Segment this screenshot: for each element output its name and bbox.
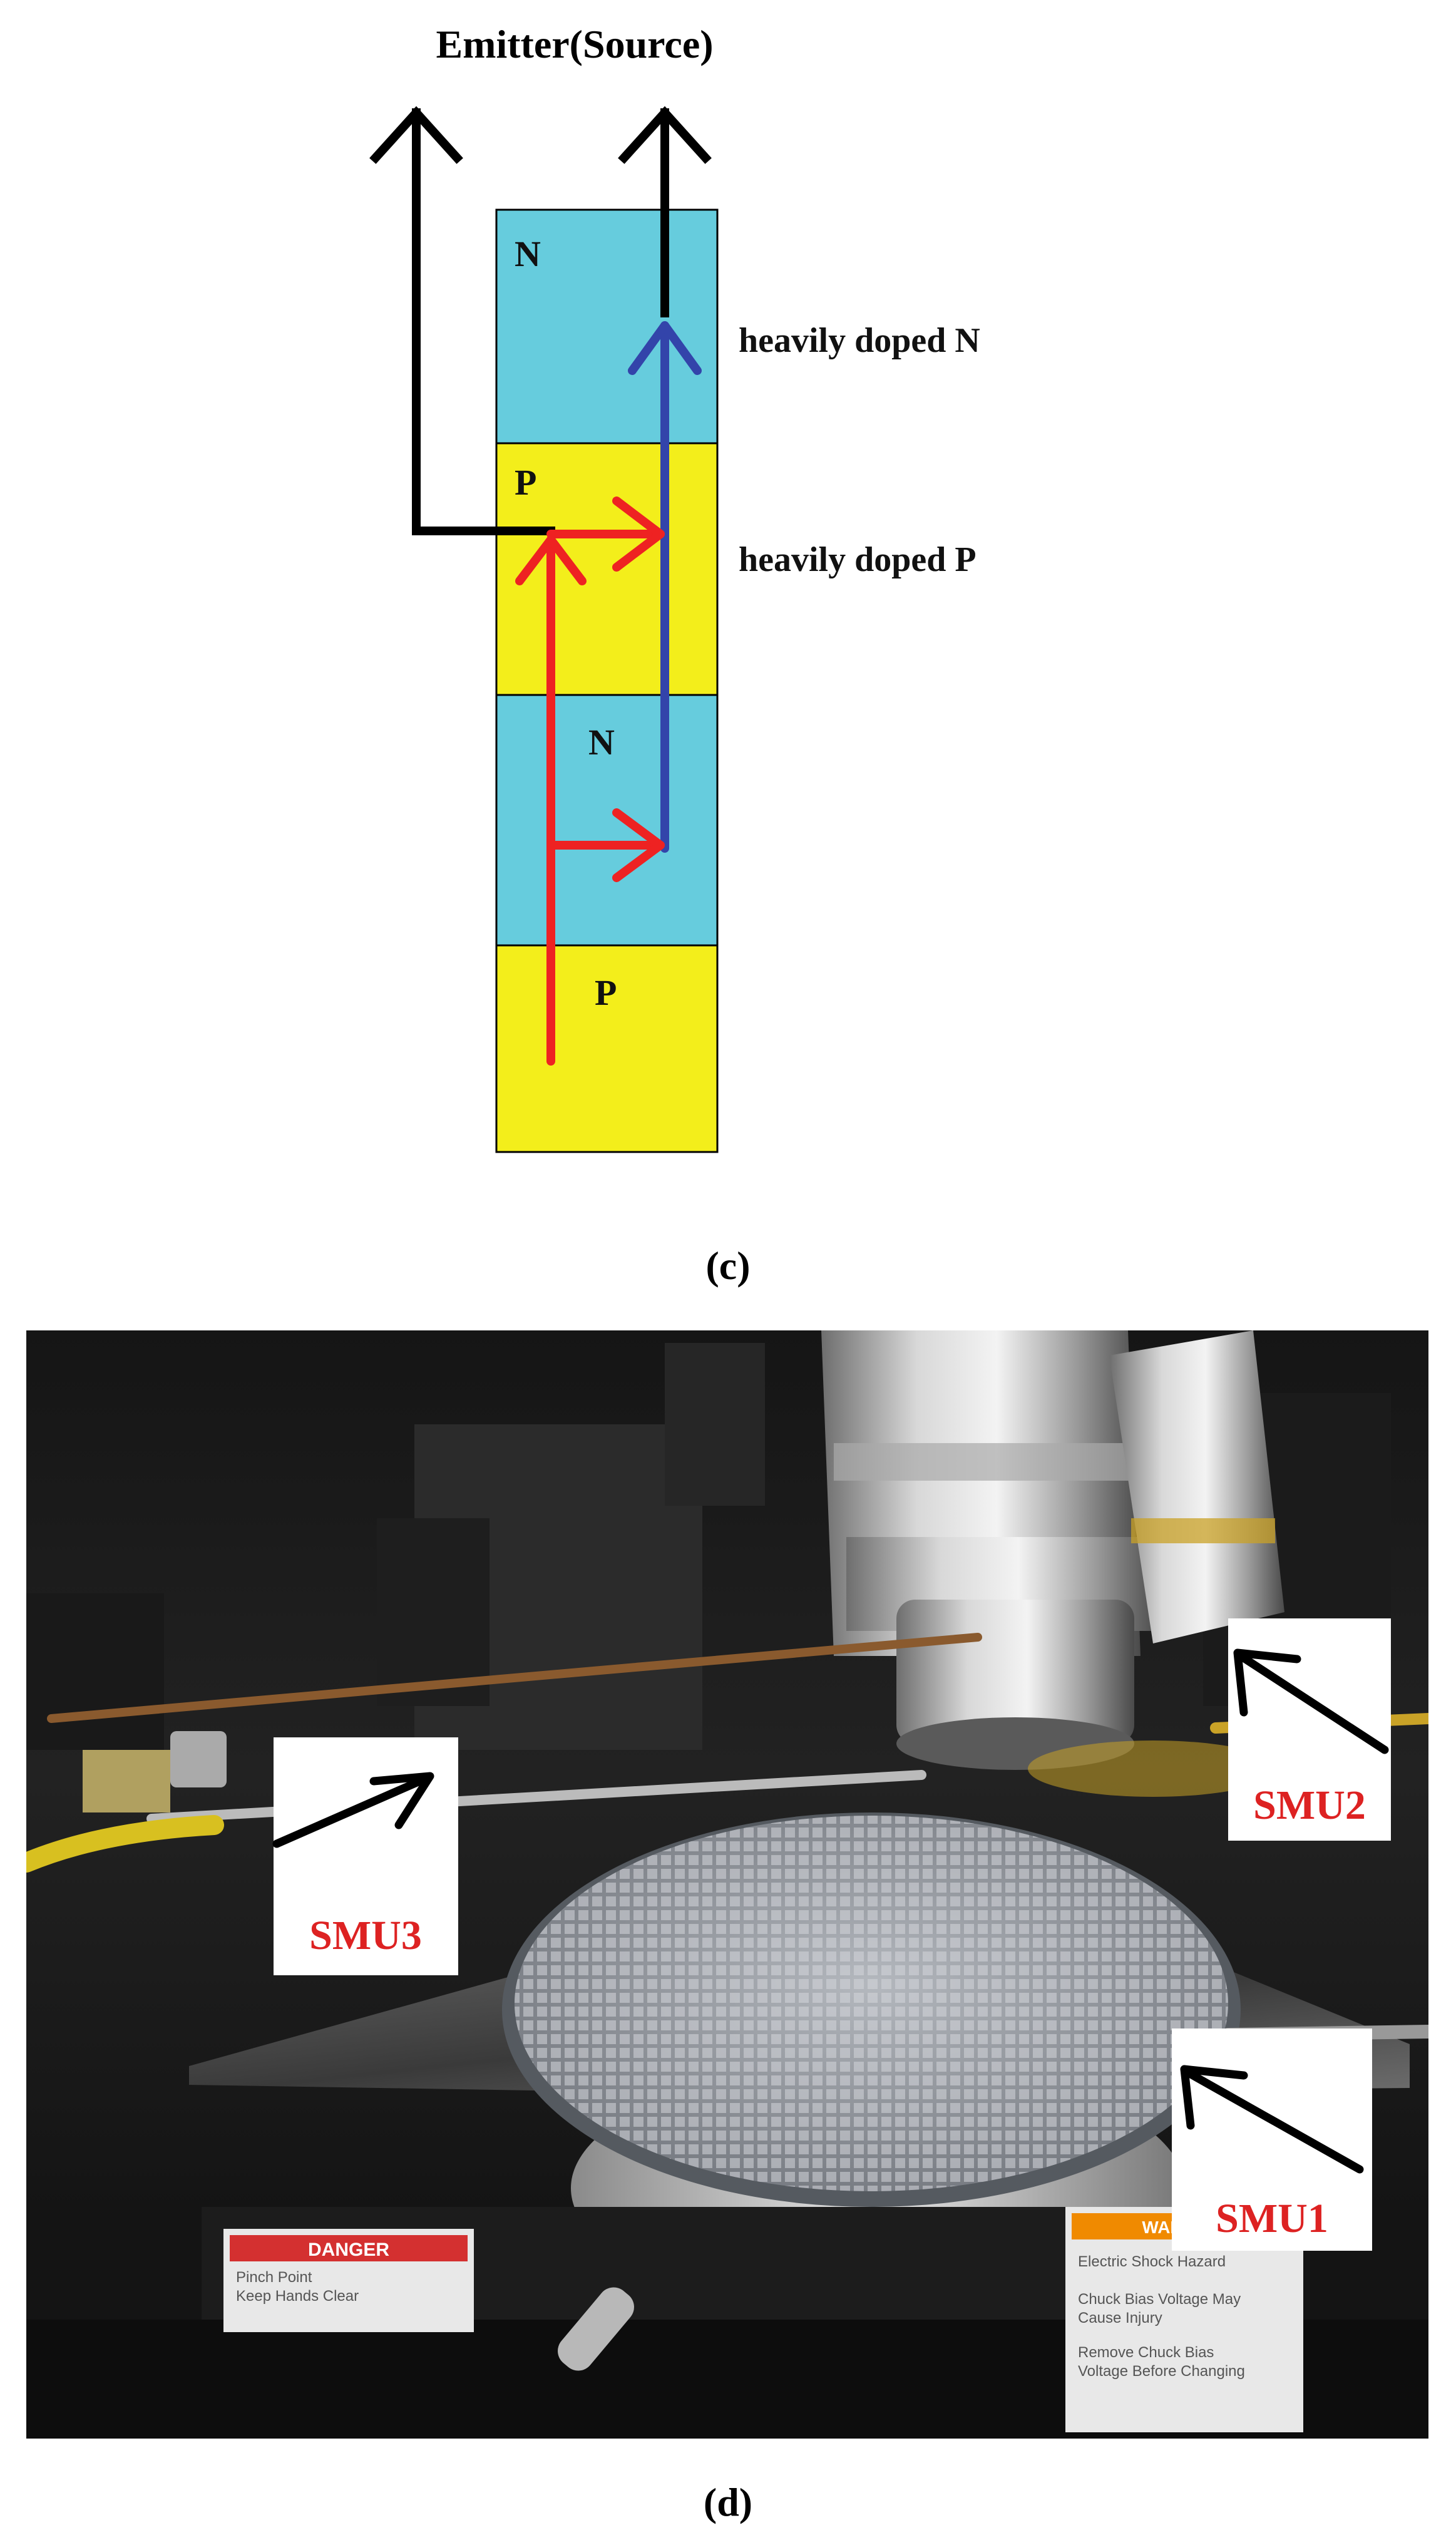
hole-path-vertical-arrowhead — [515, 535, 587, 585]
contact-left — [412, 108, 555, 535]
smu1-callout: SMU1 — [1172, 2028, 1372, 2251]
annotation-heavily-doped-p: heavily doped P — [739, 540, 977, 579]
contact-right-arrowhead — [618, 106, 712, 164]
warning-sign-text-4: Remove Chuck Bias — [1078, 2344, 1214, 2361]
warning-sign-text-2: Chuck Bias Voltage May — [1078, 2291, 1241, 2308]
smu2-callout: SMU2 — [1228, 1618, 1391, 1841]
layer-label-n-top: N — [515, 234, 541, 274]
warning-sign-text-3: Cause Injury — [1078, 2310, 1162, 2326]
layer-stack — [495, 208, 719, 1153]
smu3-label: SMU3 — [309, 1913, 422, 1958]
danger-sign-title: DANGER — [308, 2239, 389, 2260]
layer-n-middle — [495, 694, 719, 947]
smu1-label: SMU1 — [1216, 2196, 1328, 2241]
probe-glint — [1028, 1740, 1278, 1797]
warning-sign-text-5: Voltage Before Changing — [1078, 2363, 1245, 2380]
danger-sign-text-1: Pinch Point — [236, 2269, 312, 2286]
layer-diagram: Emitter(Source) N P N P heavily doped N … — [369, 22, 980, 1153]
diagram-title: Emitter(Source) — [436, 22, 713, 66]
hole-path-lower-arrowhead — [612, 808, 665, 882]
danger-sign-text-2: Keep Hands Clear — [236, 2288, 359, 2305]
microscope-objectives — [821, 1330, 1284, 1770]
background-equipment — [26, 1343, 1391, 1750]
objective-right — [1109, 1330, 1284, 1643]
warning-sign-text-1: Electric Shock Hazard — [1078, 2253, 1226, 2270]
layer-label-n-middle: N — [588, 722, 615, 763]
hole-paths — [515, 496, 665, 1066]
layer-label-p-bottom: P — [595, 972, 617, 1013]
hole-path-upper-arrowhead — [612, 496, 665, 572]
contact-lines — [369, 106, 712, 535]
electron-path-arrowhead — [628, 321, 702, 375]
probe-station-photo: DANGER Pinch Point Keep Hands Clear WARN… — [26, 1330, 1428, 2439]
caption-c: (c) — [705, 1243, 751, 1288]
layer-p-bottom — [495, 944, 719, 1153]
contact-left-arrowhead — [369, 106, 463, 164]
smu3-callout: SMU3 — [272, 1737, 458, 1975]
layer-n-top — [495, 208, 719, 445]
smu2-label: SMU2 — [1253, 1782, 1366, 1828]
danger-sign: DANGER Pinch Point Keep Hands Clear — [223, 2229, 474, 2332]
caption-d: (d) — [703, 2480, 753, 2524]
electron-path — [628, 321, 702, 853]
annotation-heavily-doped-n: heavily doped N — [739, 321, 980, 360]
layer-label-p-upper: P — [515, 462, 536, 503]
